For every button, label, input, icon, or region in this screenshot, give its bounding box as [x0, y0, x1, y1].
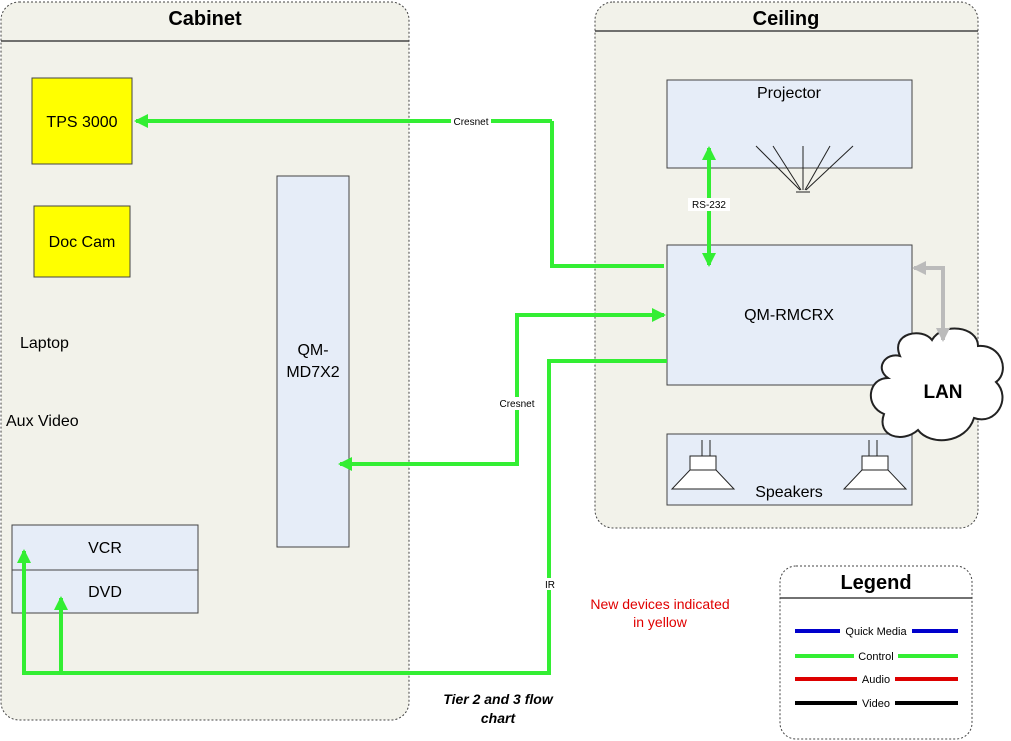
ir-line: [17, 359, 667, 675]
legend-label-audio: Audio: [862, 674, 890, 686]
ceiling-title: Ceiling: [753, 8, 820, 30]
control-connections: [17, 121, 716, 675]
cabinet-title: Cabinet: [168, 8, 242, 30]
switcher-label-line1: QM-: [297, 342, 328, 359]
legend-item-control: Control: [795, 650, 958, 663]
cresnet-top-tag: Cresnet: [451, 116, 491, 128]
caption-line1: Tier 2 and 3 flow: [443, 691, 554, 707]
cresnet-mid-tag: Cresnet: [496, 397, 538, 410]
tps-3000-label: TPS 3000: [46, 114, 117, 131]
tps-3000-device: TPS 3000: [31, 77, 133, 165]
aux-video-label: Aux Video: [6, 413, 79, 430]
legend-title: Legend: [840, 572, 911, 594]
speaker-left-icon: [670, 440, 736, 490]
new-devices-note-line2: in yellow: [633, 614, 688, 630]
legend-label-video: Video: [862, 698, 890, 710]
rs232-label: RS-232: [692, 200, 726, 211]
dvd-device: DVD: [11, 569, 199, 614]
ir-tag: IR: [544, 578, 556, 591]
vcr-label: VCR: [88, 540, 122, 557]
projector-label: Projector: [757, 85, 822, 102]
legend-item-audio: Audio: [795, 673, 958, 686]
lan-link-arrow: [912, 261, 950, 342]
switcher-device: QM- MD7X2: [276, 175, 350, 548]
dvd-label: DVD: [88, 584, 122, 601]
cresnet-switcher-line: [338, 308, 666, 471]
laptop-label: Laptop: [20, 335, 69, 352]
legend-label-control: Control: [858, 651, 893, 663]
doc-cam-device: Doc Cam: [33, 205, 131, 278]
speaker-right-icon: [842, 440, 908, 490]
lan-cloud: LAN: [869, 327, 1004, 442]
ir-label: IR: [545, 580, 555, 591]
rs232-tag: RS-232: [688, 198, 730, 211]
speakers-device: Speakers: [666, 433, 913, 506]
cresnet-top-label: Cresnet: [453, 117, 488, 128]
legend-label-quick-media: Quick Media: [845, 626, 907, 638]
doc-cam-label: Doc Cam: [49, 234, 116, 251]
controller-label: QM-RMCRX: [744, 307, 834, 324]
projector-beam-icon: [755, 145, 854, 193]
speakers-label: Speakers: [755, 484, 823, 501]
legend-panel: Legend Quick Media Control Audio Video: [779, 565, 973, 740]
new-devices-note-line1: New devices indicated: [590, 596, 729, 612]
caption-line2: chart: [481, 710, 517, 726]
vcr-device: VCR: [11, 524, 199, 571]
switcher-label-line2: MD7X2: [286, 364, 339, 381]
legend-item-quick-media: Quick Media: [795, 625, 958, 638]
legend-item-video: Video: [795, 697, 958, 710]
controller-device: QM-RMCRX: [666, 244, 913, 386]
cresnet-mid-label: Cresnet: [499, 399, 534, 410]
lan-label: LAN: [923, 382, 962, 403]
